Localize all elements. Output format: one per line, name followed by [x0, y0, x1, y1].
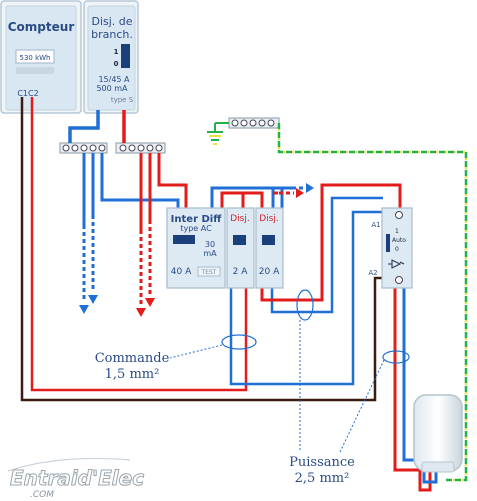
earth-symbol-icon	[207, 122, 229, 145]
breaker-20a-label: Disj.	[259, 214, 278, 224]
branch-breaker-rating: 15/45 A	[98, 75, 130, 84]
logo-sub: .COM	[30, 490, 54, 500]
breaker-2a: Disj. 2 A	[226, 207, 255, 289]
meter-terminals: C1C2	[17, 89, 38, 98]
arrow-right-icon	[296, 188, 304, 198]
arrowheads	[79, 183, 314, 317]
arrow-down-icon	[136, 308, 146, 317]
phase-to-rcd	[157, 153, 188, 210]
branch-breaker-title-1: Disj. de	[91, 15, 132, 28]
arrow-down-icon	[145, 298, 155, 307]
arrow-down-icon	[79, 305, 89, 314]
rcd-test-label: TEST	[201, 269, 217, 276]
branch-breaker-lever[interactable]	[121, 44, 130, 68]
arrow-right-icon	[306, 183, 314, 193]
contactor-a2: A2	[368, 269, 377, 277]
branch-breaker-module: Disj. de branch. 1 0 15/45 A 500 mA type…	[83, 0, 139, 114]
rcd-title: Inter Diff	[171, 214, 223, 225]
contactor-mode-auto: Auto	[392, 237, 406, 244]
logo-main: Entraid'Elec	[10, 466, 144, 490]
breaker-20a: Disj. 20 A	[255, 207, 284, 289]
rcd-type: type AC	[180, 224, 212, 233]
contactor-symbol-icon	[388, 259, 405, 269]
command-label-1: Commande	[95, 351, 170, 366]
site-logo: Entraid'Elec .COM	[7, 457, 145, 500]
command-label-2: 1,5 mm²	[105, 367, 160, 382]
heater-phase-wire	[393, 286, 420, 472]
neutral-to-contactor	[270, 196, 383, 314]
rcd-test-button[interactable]	[197, 266, 221, 277]
meter-title: Compteur	[8, 20, 75, 34]
rcd-lever[interactable]	[173, 235, 195, 244]
power-label-2: 2,5 mm²	[295, 471, 350, 486]
contactor-mode-off: 0	[395, 246, 399, 253]
breaker-20a-rating: 20 A	[259, 267, 280, 277]
phase-to-contactor	[260, 183, 402, 302]
water-heater-icon	[413, 394, 463, 473]
arrow-down-icon	[88, 295, 98, 304]
meter-reading: 530 kWh	[20, 54, 51, 62]
rcd-sensitivity-unit: mA	[203, 249, 217, 258]
wires	[20, 97, 468, 492]
contactor-switch[interactable]	[386, 234, 390, 252]
rcd-rating: 40 A	[171, 267, 192, 277]
cable-callouts	[169, 289, 410, 453]
control-wire-a2	[20, 97, 383, 402]
control-wire-phase	[30, 97, 248, 392]
branch-breaker-on: 1	[114, 48, 119, 56]
breaker-2a-lever[interactable]	[233, 235, 246, 245]
earth-wire	[277, 123, 468, 482]
neutral-feed-wire	[68, 110, 100, 143]
breaker-2a-rating: 2 A	[233, 267, 249, 277]
branch-breaker-sensitivity: 500 mA	[96, 84, 128, 93]
branch-breaker-off: 0	[114, 60, 119, 68]
power-label-1: Puissance	[289, 455, 355, 470]
branch-breaker-title-2: branch.	[91, 28, 133, 41]
terminal-block-earth	[228, 117, 280, 129]
contactor-a1: A1	[371, 221, 380, 229]
terminal-block-neutral	[59, 142, 108, 154]
terminal-block-phase	[115, 142, 166, 154]
rcd-module: Inter Diff type AC 30 mA 40 A TEST	[166, 207, 226, 289]
control-wire-neutral	[229, 210, 383, 386]
neutral-bus	[210, 186, 275, 210]
breaker-2a-label: Disj.	[230, 214, 249, 224]
breaker-20a-lever[interactable]	[262, 235, 275, 245]
branch-breaker-type: type S	[111, 96, 134, 104]
meter-module: Compteur 530 kWh C1C2	[0, 0, 82, 114]
rcd-sensitivity-value: 30	[205, 240, 215, 249]
contactor-mode-on: 1	[395, 228, 399, 235]
day-night-contactor: A1 1 Auto 0 A2	[368, 207, 413, 289]
